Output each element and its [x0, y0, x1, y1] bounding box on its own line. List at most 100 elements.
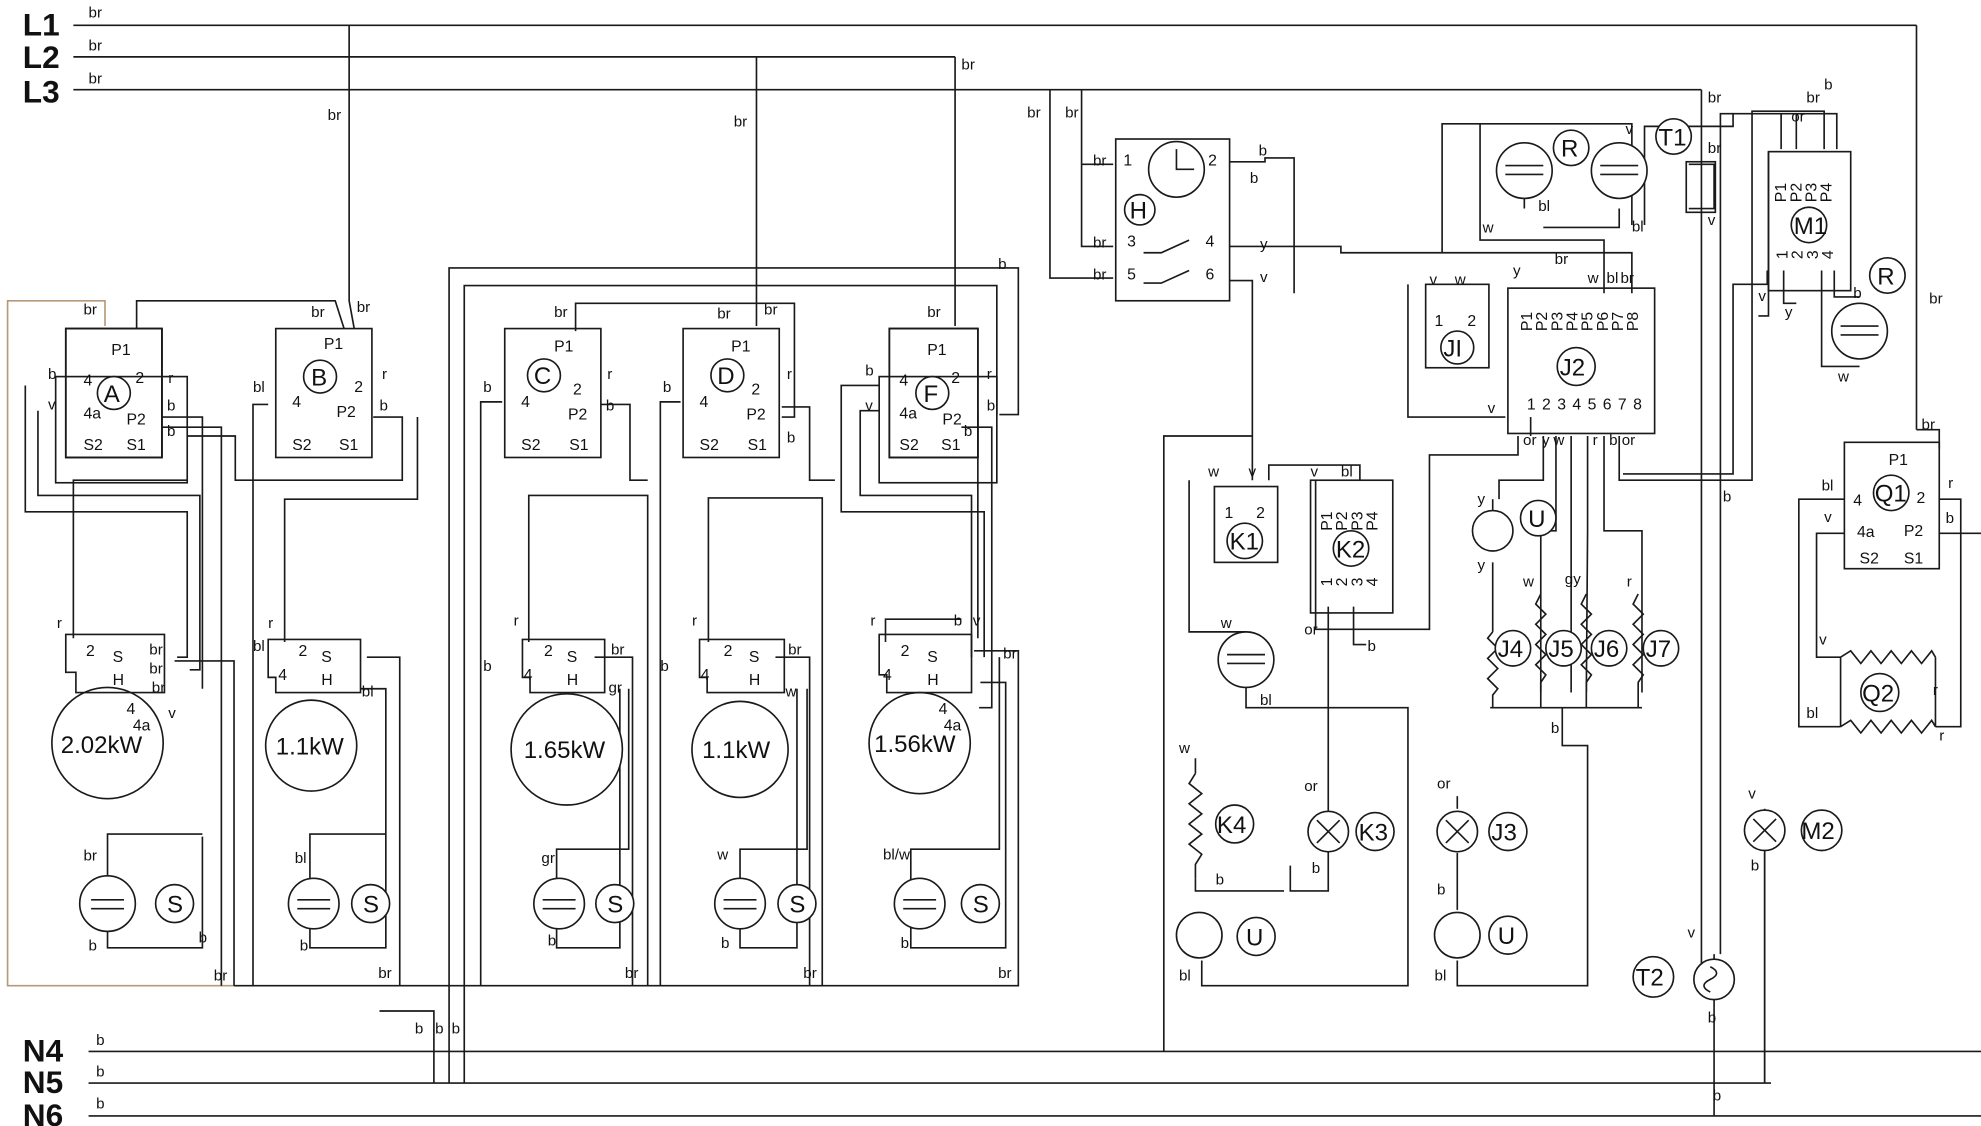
indicator-label: S [607, 891, 623, 918]
pin-label: 2 [1542, 396, 1551, 413]
pin-label: S1 [1904, 551, 1924, 568]
wire-code: w [1454, 271, 1466, 288]
timer-H: H 1 2 3 4 5 6 [1114, 138, 1231, 302]
pin-label: 5 [1588, 396, 1597, 413]
fan-label: R [1877, 263, 1894, 290]
bus-lines [73, 24, 1981, 1117]
pin-label: P3 [1804, 183, 1821, 203]
pin-label: 6 [1603, 396, 1612, 413]
lamp-label: R [1561, 136, 1578, 163]
wire-code: bl [362, 683, 374, 700]
pin-label: S [749, 649, 760, 666]
pin-label: 4a [133, 717, 151, 734]
U-label: U [1498, 923, 1515, 950]
Q2-label: Q2 [1862, 680, 1894, 707]
pin-label: S2 [292, 437, 311, 454]
pin-label: 5 [1127, 266, 1136, 283]
wire-code: w [1522, 573, 1534, 590]
wire-code: w [1587, 270, 1599, 287]
wire-code: gr [541, 850, 554, 867]
wire-code: w [1207, 463, 1219, 480]
pin-label: 2 [299, 643, 308, 660]
wire-code: br [1065, 105, 1078, 122]
pin-label: 4a [1857, 524, 1875, 541]
wire-code: br [734, 113, 747, 130]
wire-code: w [716, 846, 728, 863]
wire-code: bl [1260, 692, 1272, 709]
switch-F: F P1 4 4a 2 P2 S2 S1 [878, 327, 998, 484]
wire-code: b [1259, 142, 1267, 159]
power-label: 1.56kW [874, 731, 956, 758]
pin-label: 2 [1790, 250, 1807, 259]
wire-code: b [300, 937, 308, 954]
wire-code: br [149, 642, 162, 659]
wire-code: b [1751, 858, 1759, 875]
wire-code: br [83, 302, 96, 319]
wire-code: bl [1341, 463, 1353, 480]
wire-code: b [987, 398, 995, 415]
wire-code: v [1688, 925, 1696, 942]
wire-code: b [1723, 489, 1731, 506]
wire-code: v [48, 396, 56, 413]
thermostat-label: T1 [1658, 124, 1686, 151]
wire-code: br [788, 642, 801, 659]
pin-label: 2 [1916, 490, 1925, 507]
wire-code: br [1027, 105, 1040, 122]
switch-badge [710, 358, 745, 393]
wire-code: b [1312, 860, 1320, 877]
wire-code: b [380, 398, 388, 415]
wire-code: r [870, 613, 875, 630]
wire-code: y [1478, 557, 1486, 574]
switch-A: A P1 4 4a 2 P2 S2 S1 [54, 327, 189, 484]
pin-label: 4 [521, 394, 530, 411]
wire-code: r [987, 366, 992, 383]
pin-label: S2 [1860, 551, 1879, 568]
wire-code: bl [295, 850, 307, 867]
wire-code: v [168, 705, 176, 722]
wire-code: br [611, 642, 624, 659]
wire-code: r [382, 366, 387, 383]
relay-K2: K2 P1 P2 P3 P4 1 2 3 4 [1309, 479, 1394, 614]
pin-label: P7 [1610, 312, 1627, 331]
wire-code: b [96, 1064, 104, 1081]
wire-code: br [1922, 417, 1935, 434]
switch-B: B P1 4 2 P2 S2 S1 [274, 327, 373, 459]
wire-code: br [89, 70, 102, 87]
pin-label: P1 [1519, 312, 1536, 332]
pin-label: 4 [1572, 396, 1581, 413]
K2-label: K2 [1336, 536, 1365, 563]
pin-label: S2 [83, 437, 102, 454]
wire-code: br [1806, 89, 1819, 106]
wire-code: br [1093, 235, 1106, 252]
pin-label: 2 [354, 379, 363, 396]
bus-label-L2: L2 [23, 39, 60, 75]
wire-code: b [452, 1021, 460, 1038]
wire-code: v [1626, 121, 1634, 138]
heaters: J4 J5 J6 J7 [1486, 593, 1680, 708]
indicator-label: S [167, 891, 183, 918]
pin-label: 4 [1206, 233, 1215, 250]
wire-code: b [901, 935, 909, 952]
pin-label: 1 [1435, 313, 1444, 330]
switch-JI: 1 2 JI [1424, 283, 1490, 369]
pin-label: 4 [883, 667, 892, 684]
pin-label: 1 [1774, 250, 1791, 259]
pin-label: P5 [1580, 312, 1597, 332]
pin-label: 4 [127, 701, 136, 718]
pin-label: P2 [1904, 523, 1923, 540]
wire-code: bl [1822, 477, 1834, 494]
timer-label: H [1130, 198, 1147, 225]
wire-code: r [607, 366, 612, 383]
lamp-K3: K3 [1307, 810, 1395, 853]
T2-label: T2 [1636, 965, 1664, 992]
wire-code: b [167, 398, 175, 415]
pin-label: 4 [83, 372, 92, 389]
wire-code: b [660, 658, 668, 675]
thermostat-T2: T2 [1632, 955, 1736, 1001]
wire-code: br [625, 965, 638, 982]
wire-code: br [311, 304, 324, 321]
pin-label: P6 [1595, 312, 1612, 332]
K3-label: K3 [1359, 819, 1388, 846]
wire-code: v [1249, 463, 1257, 480]
wire-code: v [973, 613, 981, 630]
